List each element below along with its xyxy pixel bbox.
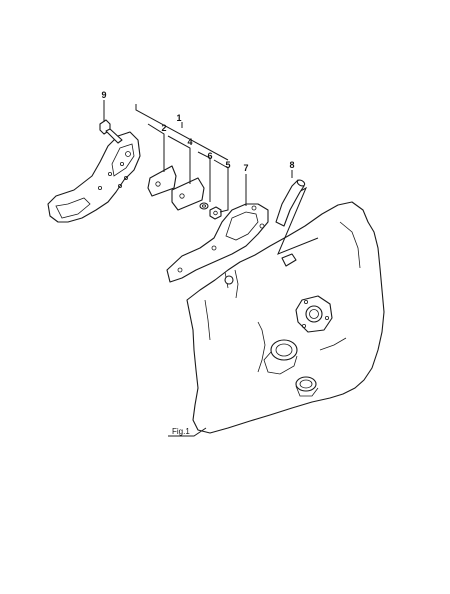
callout-6: 6 (207, 151, 212, 161)
callout-2: 2 (161, 123, 166, 133)
hose-part (275, 179, 306, 267)
leader-lines (103, 100, 293, 437)
callout-5: 5 (225, 160, 230, 170)
callout-8: 8 (289, 160, 294, 170)
plate-part-2 (171, 177, 205, 211)
callout-1: 1 (176, 113, 181, 123)
callout-4: 4 (187, 137, 192, 147)
figure-label: Fig.1 (172, 427, 190, 436)
engine-block (186, 201, 385, 434)
plate-part (147, 165, 177, 197)
bracket-part (47, 131, 141, 223)
callout-9: 9 (101, 90, 106, 100)
gasket-part (166, 203, 269, 283)
nut-part (209, 206, 222, 220)
bolt-part (99, 119, 123, 144)
callout-7: 7 (243, 163, 248, 173)
washer-part (199, 202, 209, 210)
